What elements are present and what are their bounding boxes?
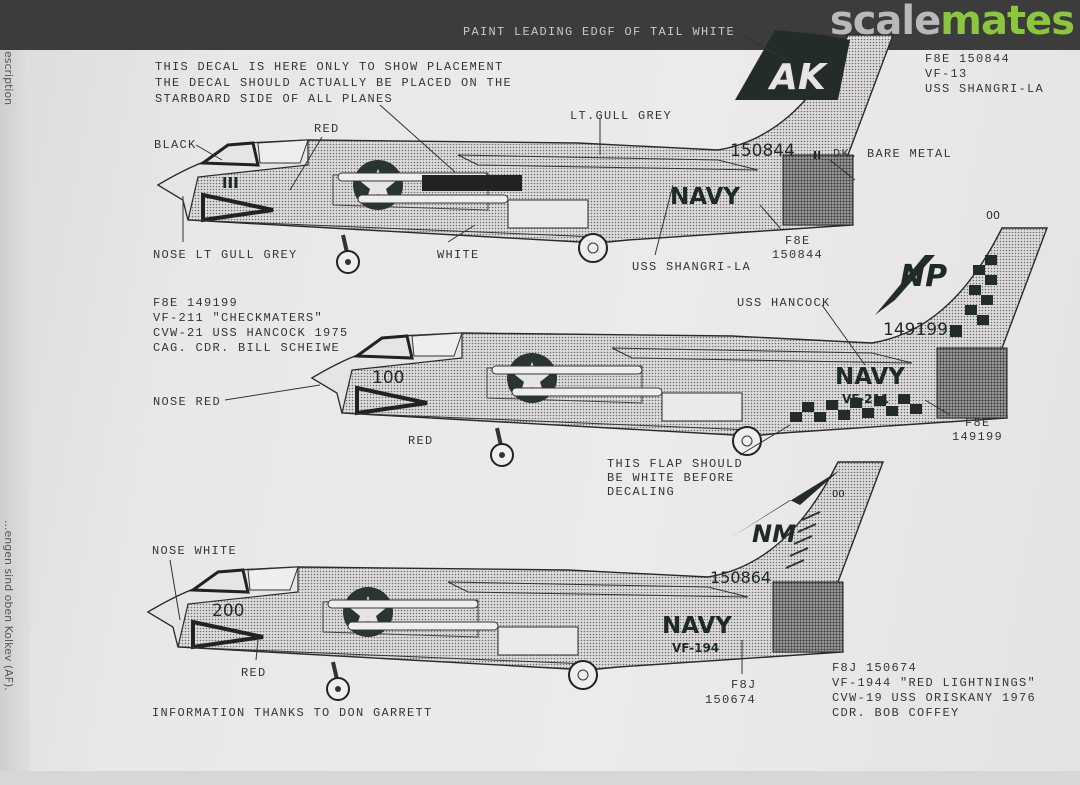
label-black: BLACK <box>154 138 197 152</box>
aircraft-3-info-line: VF-1944 "RED LIGHTNINGS" <box>832 676 1037 690</box>
underside-checkers <box>790 394 922 422</box>
label-stencil: F8E <box>965 416 991 430</box>
label-gull-grey: LT.GULL GREY <box>570 109 673 123</box>
modex: 100 <box>372 368 405 388</box>
label-red: RED <box>314 122 340 136</box>
label-red: RED <box>408 434 434 448</box>
aircraft-2-info-line: CAG. CDR. BILL SCHEIWE <box>153 341 341 355</box>
label-stencil: 149199 <box>952 430 1004 444</box>
label-stencil: F8J <box>731 678 757 692</box>
side-text-bottom: ...engen sind oben Kolkev (AF). <box>2 520 15 691</box>
page-bottom-edge <box>0 771 1080 785</box>
aircraft-1-info-line: F8E 150844 <box>925 52 1011 66</box>
tail-code-nm: NM <box>752 520 796 548</box>
bureau-number: 150844 <box>730 141 795 161</box>
label-red: RED <box>241 666 267 680</box>
bureau-number: 149199 <box>883 320 948 340</box>
flap-note-line: THIS FLAP SHOULD <box>607 457 744 471</box>
label-nose: NOSE WHITE <box>152 544 238 558</box>
label-white: WHITE <box>437 248 480 262</box>
tail-paint-note: PAINT LEADING EDGF OF TAIL WHITE <box>463 25 736 39</box>
placement-note-line: THIS DECAL IS HERE ONLY TO SHOW PLACEMEN… <box>155 60 504 74</box>
tail-code-ak: AK <box>770 57 826 98</box>
fin-mark: II <box>813 149 822 162</box>
label-nose: NOSE RED <box>153 395 222 409</box>
watermark-bar: scalemates <box>0 0 1080 50</box>
aircraft-3-info-line: CDR. BOB COFFEY <box>832 706 960 720</box>
lightning-bolt <box>730 470 840 538</box>
aircraft-3-drawing <box>146 460 885 702</box>
tail-black-band <box>735 30 850 100</box>
flap-note-line: BE WHITE BEFORE <box>607 471 735 485</box>
label-stencil: 150674 <box>705 693 757 707</box>
page-binding-edge <box>0 0 30 785</box>
np-tail-logo-stripe <box>875 255 935 315</box>
aircraft-2-info-line: VF-211 "CHECKMATERS" <box>153 311 324 325</box>
navy-marking: NAVY <box>662 613 732 639</box>
tail-code-np: NP <box>900 259 948 294</box>
label-nose: NOSE LT GULL GREY <box>153 248 298 262</box>
modex: 200 <box>212 601 245 621</box>
bureau-number: 150864 <box>710 568 772 587</box>
credit-note: INFORMATION THANKS TO DON GARRETT <box>152 706 433 720</box>
placement-note-line: STARBOARD SIDE OF ALL PLANES <box>155 92 394 106</box>
label-ship: USS SHANGRI-LA <box>632 260 752 274</box>
navy-marking: NAVY <box>835 364 905 390</box>
logo-part-2: mates <box>940 0 1075 44</box>
aircraft-1-info-line: USS SHANGRI-LA <box>925 82 1045 96</box>
leader-lines <box>169 33 951 674</box>
squadron-marking: VF-194 <box>672 641 720 655</box>
label-ship: USS HANCOCK <box>737 296 831 310</box>
flap-note-line: DECALING <box>607 485 676 499</box>
tail-checkers <box>950 255 997 337</box>
tail-top-number: 00 <box>986 209 1000 222</box>
tail-stripes <box>785 511 821 569</box>
placement-decal-stripe <box>422 175 522 191</box>
modex: III <box>222 174 239 192</box>
aircraft-2-info-line: F8E 149199 <box>153 296 239 310</box>
aircraft-1-info-line: VF-13 <box>925 67 968 81</box>
placement-note-line: THE DECAL SHOULD ACTUALLY BE PLACED ON T… <box>155 76 513 90</box>
tail-top-number: 00 <box>832 489 845 500</box>
label-bare-metal: DK. BARE METAL <box>833 147 953 161</box>
navy-marking: NAVY <box>670 184 740 210</box>
aircraft-3-info-line: CVW-19 USS ORISKANY 1976 <box>832 691 1037 705</box>
label-stencil: F8E <box>785 234 811 248</box>
squadron-marking: VF-211 <box>842 392 890 406</box>
aircraft-3-info-line: F8J 150674 <box>832 661 918 675</box>
aircraft-2-info-line: CVW-21 USS HANCOCK 1975 <box>153 326 349 340</box>
label-stencil: 150844 <box>772 248 824 262</box>
